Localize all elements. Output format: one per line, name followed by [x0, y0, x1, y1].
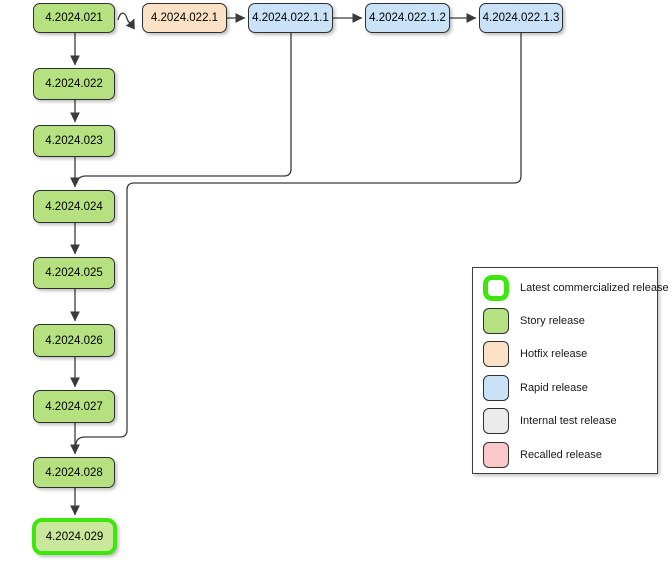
- legend-box: Latest commercialized release Story rele…: [472, 267, 669, 474]
- node-label: 4.2024.024: [45, 200, 103, 213]
- legend-label: Rapid release: [520, 381, 588, 394]
- node-4-2024-022-1-1[interactable]: 4.2024.022.1.1: [248, 3, 333, 33]
- node-label: 4.2024.025: [45, 267, 103, 279]
- story-release-swatch: [483, 308, 509, 335]
- node-4-2024-027[interactable]: 4.2024.027: [33, 390, 115, 423]
- legend-row-story: Story release: [473, 304, 657, 337]
- node-label: 4.2024.027: [45, 400, 103, 413]
- node-label: 4.2024.028: [45, 466, 103, 479]
- node-label: 4.2024.022: [45, 78, 103, 90]
- node-4-2024-022-1-3[interactable]: 4.2024.022.1.3: [479, 3, 563, 33]
- node-4-2024-023[interactable]: 4.2024.023: [33, 125, 115, 157]
- node-4-2024-025[interactable]: 4.2024.025: [33, 257, 115, 289]
- node-4-2024-022[interactable]: 4.2024.022: [33, 68, 115, 100]
- legend-row-hotfix: Hotfix release: [473, 338, 657, 371]
- node-4-2024-022-1-2[interactable]: 4.2024.022.1.2: [365, 3, 450, 33]
- node-label: 4.2024.022.1.1: [252, 12, 329, 24]
- latest-release-swatch: [483, 274, 509, 301]
- legend-label: Latest commercialized release: [520, 281, 669, 294]
- legend-label: Hotfix release: [520, 348, 588, 361]
- edge-021-to-0221-wavy: [117, 12, 135, 30]
- legend-label: Recalled release: [520, 448, 602, 461]
- node-4-2024-021[interactable]: 4.2024.021: [33, 3, 115, 33]
- node-label: 4.2024.029: [45, 530, 104, 543]
- node-4-2024-028[interactable]: 4.2024.028: [33, 457, 115, 488]
- internal-test-release-swatch: [483, 408, 509, 435]
- node-label: 4.2024.022.1.2: [369, 12, 446, 24]
- legend-label: Story release: [520, 315, 585, 328]
- node-label: 4.2024.021: [45, 12, 103, 24]
- rapid-release-swatch: [483, 374, 509, 401]
- node-label: 4.2024.022.1.3: [482, 12, 560, 24]
- node-label: 4.2024.023: [45, 135, 103, 147]
- hotfix-release-swatch: [483, 341, 509, 368]
- edge-02211-to-024: [75, 33, 292, 184]
- legend-label: Internal test release: [520, 415, 617, 428]
- node-label: 4.2024.026: [45, 334, 103, 347]
- node-4-2024-029-latest[interactable]: 4.2024.029: [32, 518, 117, 555]
- legend-row-internal: Internal test release: [473, 405, 657, 438]
- legend-row-latest: Latest commercialized release: [473, 271, 669, 304]
- recalled-release-swatch: [483, 441, 509, 468]
- legend-row-rapid: Rapid release: [473, 371, 657, 404]
- node-label: 4.2024.022.1: [150, 12, 219, 24]
- node-4-2024-024[interactable]: 4.2024.024: [33, 190, 115, 223]
- legend-row-recalled: Recalled release: [473, 438, 657, 471]
- node-4-2024-022-1[interactable]: 4.2024.022.1: [142, 3, 227, 33]
- node-4-2024-026[interactable]: 4.2024.026: [33, 324, 115, 357]
- edge-02213-to-028: [75, 33, 522, 445]
